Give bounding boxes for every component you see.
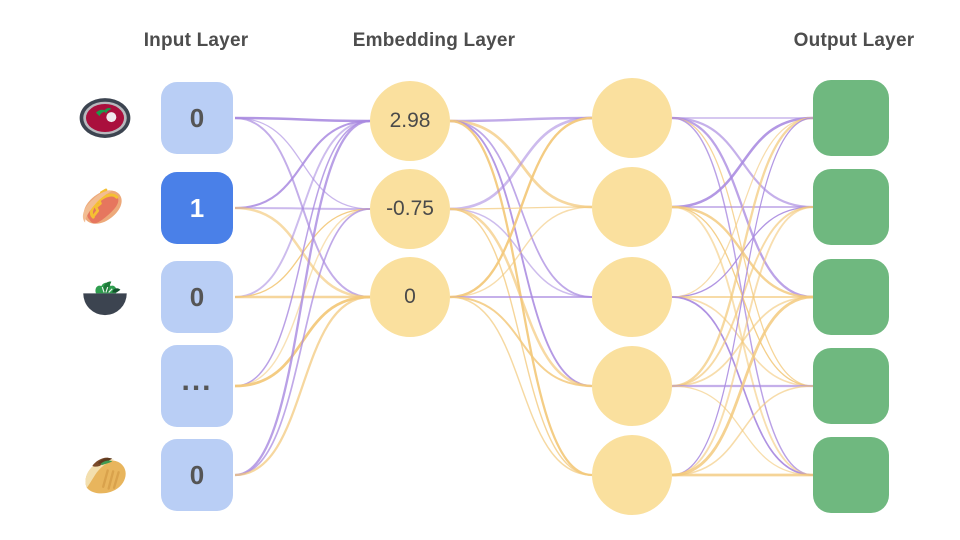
input-node[interactable]: 0 [161,261,233,333]
connection-edge [671,116,814,209]
output-node[interactable] [813,348,889,424]
output-node[interactable] [813,169,889,245]
connection-edge [671,117,814,387]
connection-edge [234,206,371,299]
output-node[interactable] [813,80,889,156]
input-node-ellipsis[interactable]: ... [161,345,233,427]
connection-edge [671,116,814,388]
hidden-node[interactable] [592,167,672,247]
connection-edge [671,385,814,476]
connection-edge [671,206,814,476]
layer-title-output: Output Layer [793,30,915,51]
connection-edge [449,296,593,387]
connection-edge [671,205,814,299]
green-salad-icon [76,268,134,326]
burrito-icon [76,446,134,504]
connection-edge [671,295,814,477]
connection-edge [234,208,371,298]
connection-edge [671,116,814,209]
hot-dog-icon [76,179,134,237]
connection-edge [449,206,593,298]
input-node[interactable]: 0 [161,82,233,154]
connection-edge [671,117,814,298]
connection-edge [234,116,371,123]
connection-edge [449,208,593,298]
connection-edge [671,385,814,476]
connection-edge [449,119,593,209]
borscht-soup-icon [76,89,134,147]
connection-edge [671,117,814,476]
output-node[interactable] [813,259,889,335]
connection-edge [449,296,593,476]
connection-edge [671,296,814,387]
connection-edge [234,117,371,210]
connection-edge [449,120,593,298]
connection-edge [671,117,814,476]
connection-edge [671,296,814,476]
embedding-node[interactable]: 0 [370,257,450,337]
layer-title-embedding: Embedding Layer [352,30,516,51]
connection-edge [449,206,593,210]
connection-edge [234,119,371,477]
connection-edge [449,116,593,299]
hidden-node[interactable] [592,435,672,515]
hidden-node[interactable] [592,78,672,158]
connection-edge [449,208,593,476]
connection-edge [234,120,371,298]
connection-edge [449,116,593,211]
embedding-node[interactable]: 2.98 [370,81,450,161]
embedding-node[interactable]: -0.75 [370,169,450,249]
input-node[interactable]: 1 [161,172,233,244]
connection-edge [234,295,371,388]
connection-edge [234,119,371,210]
connection-edge [234,117,371,298]
connection-edge [234,120,371,387]
connection-edge [234,295,371,477]
connection-edge [234,208,371,387]
connection-edge [671,206,814,476]
hidden-node[interactable] [592,346,672,426]
connection-edge [671,296,814,387]
connection-edge [671,116,814,299]
hidden-node[interactable] [592,257,672,337]
connection-edge [449,119,593,477]
connection-edge [671,206,814,387]
layer-title-input: Input Layer [143,30,249,51]
connection-edge [671,206,814,387]
connection-edge [234,208,371,476]
connection-edge [449,116,593,123]
connection-edge [449,207,593,388]
output-node[interactable] [813,437,889,513]
input-node[interactable]: 0 [161,439,233,511]
connection-edge [449,120,593,387]
connection-edge [671,206,814,298]
connection-edge [234,207,371,210]
